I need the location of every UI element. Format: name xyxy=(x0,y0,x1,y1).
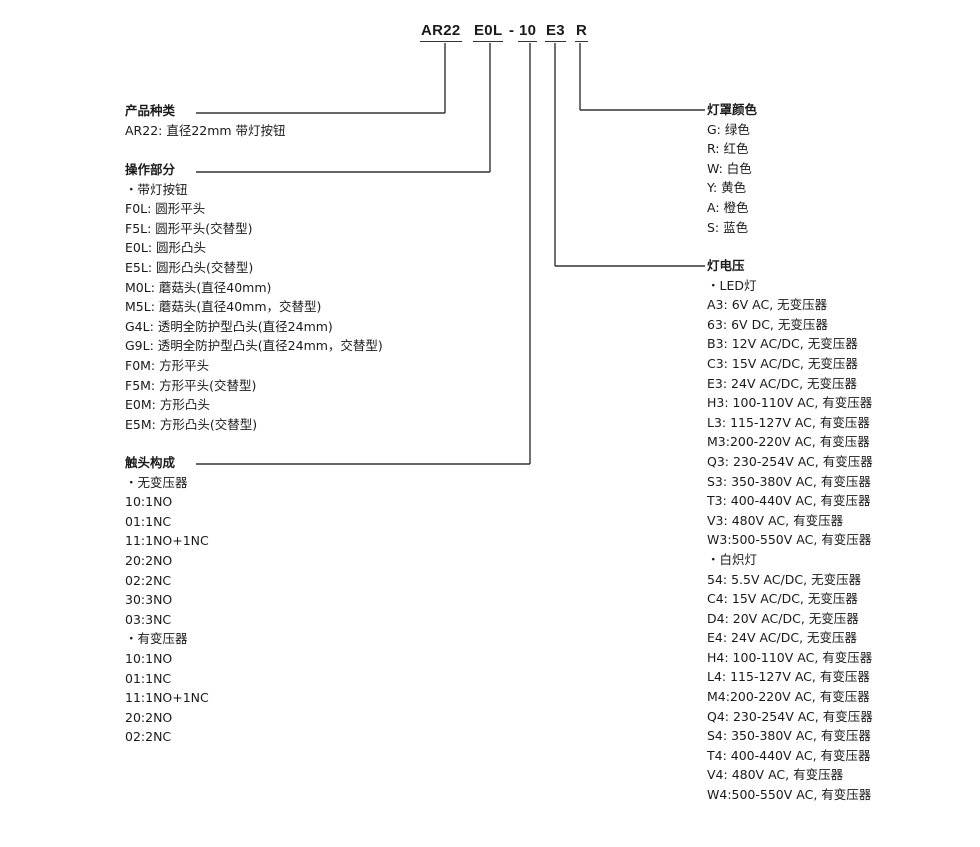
code-color: R xyxy=(574,22,589,42)
lamp-voltage-title: 灯电压 xyxy=(707,258,745,273)
lamp-voltage-section: 灯电压 ・LED灯 A3: 6V AC, 无变压器 63: 6V DC, 无变压器 B… xyxy=(707,256,873,805)
lamp-voltage-item: H3: 100-110V AC, 有变压器 xyxy=(707,395,873,411)
code-contacts: 10 xyxy=(517,22,538,42)
contacts-section: 触头构成 ・无变压器 10:1NO 01:1NC 11:1NO+1NC 20:2NO 02… xyxy=(125,453,209,747)
operator-item: F5L: 圆形平头(交替型) xyxy=(125,220,253,236)
lamp-voltage-item: E3: 24V AC/DC, 无变压器 xyxy=(707,375,858,391)
operator-list: ・带灯按钮 F0L: 圆形平头 F5L: 圆形平头(交替型) E0L: 圆形凸头 E5L… xyxy=(125,180,383,435)
lens-color-item: W: 白色 xyxy=(707,160,752,176)
contacts-item: ・无变压器 xyxy=(125,474,188,490)
contacts-item: 10:1NO xyxy=(125,494,173,510)
contacts-item: 20:2NO xyxy=(125,709,173,725)
contacts-item: 11:1NO+1NC xyxy=(125,690,209,706)
lens-color-item: A: 橙色 xyxy=(707,199,749,215)
lamp-voltage-item: T4: 400-440V AC, 有变压器 xyxy=(707,747,871,763)
operator-item: F0M: 方形平头 xyxy=(125,357,210,373)
lamp-voltage-item: T3: 400-440V AC, 有变压器 xyxy=(707,493,871,509)
lens-color-section: 灯罩颜色 G: 绿色 R: 红色 W: 白色 Y: 黄色 A: 橙色 S: 蓝色 xyxy=(707,100,757,237)
contacts-item: 30:3NO xyxy=(125,592,173,608)
lamp-voltage-item: D4: 20V AC/DC, 无变压器 xyxy=(707,610,859,626)
contacts-item: 02:2NC xyxy=(125,729,172,745)
operator-item: M0L: 蘑菇头(直径40mm) xyxy=(125,279,272,295)
lamp-voltage-item: C3: 15V AC/DC, 无变压器 xyxy=(707,355,858,371)
contacts-item: ・有变压器 xyxy=(125,631,188,647)
contacts-title: 触头构成 xyxy=(125,455,176,470)
lamp-voltage-item: E4: 24V AC/DC, 无变压器 xyxy=(707,630,858,646)
product-type-item: AR22: 直径22mm 带灯按钮 xyxy=(125,122,286,138)
lamp-voltage-item: M4:200-220V AC, 有变压器 xyxy=(707,689,870,705)
lamp-voltage-item: L4: 115-127V AC, 有变压器 xyxy=(707,669,870,685)
lamp-voltage-item: S3: 350-380V AC, 有变压器 xyxy=(707,473,871,489)
lamp-voltage-item: Q3: 230-254V AC, 有变压器 xyxy=(707,453,873,469)
operator-item: E5L: 圆形凸头(交替型) xyxy=(125,259,254,275)
lamp-voltage-item: C4: 15V AC/DC, 无变压器 xyxy=(707,591,858,607)
lens-color-item: S: 蓝色 xyxy=(707,219,749,235)
contacts-item: 02:2NC xyxy=(125,572,172,588)
lamp-voltage-item: 63: 6V DC, 无变压器 xyxy=(707,316,828,332)
operator-item: G9L: 透明全防护型凸头(直径24mm，交替型) xyxy=(125,338,383,354)
operator-item: E5M: 方形凸头(交替型) xyxy=(125,416,258,432)
lamp-voltage-item: H4: 100-110V AC, 有变压器 xyxy=(707,649,873,665)
lamp-voltage-item: S4: 350-380V AC, 有变压器 xyxy=(707,728,871,744)
code-voltage: E3 xyxy=(545,22,566,42)
product-type-section: 产品种类 AR22: 直径22mm 带灯按钮 xyxy=(125,101,286,140)
contacts-item: 01:1NC xyxy=(125,670,172,686)
lens-color-item: G: 绿色 xyxy=(707,121,750,137)
lens-color-title: 灯罩颜色 xyxy=(707,102,758,117)
operator-item: E0L: 圆形凸头 xyxy=(125,240,206,256)
contacts-list: ・无变压器 10:1NO 01:1NC 11:1NO+1NC 20:2NO 02:2NC 3… xyxy=(125,473,209,747)
lamp-voltage-item: V3: 480V AC, 有变压器 xyxy=(707,512,844,528)
product-type-title: 产品种类 xyxy=(125,103,176,118)
contacts-item: 20:2NO xyxy=(125,552,173,568)
product-type-list: AR22: 直径22mm 带灯按钮 xyxy=(125,121,286,141)
code-dash: - xyxy=(509,22,515,39)
operator-section: 操作部分 ・带灯按钮 F0L: 圆形平头 F5L: 圆形平头(交替型) E0L: 圆形… xyxy=(125,160,383,434)
lamp-voltage-item: 54: 5.5V AC/DC, 无变压器 xyxy=(707,571,862,587)
lamp-voltage-item: W4:500-550V AC, 有变压器 xyxy=(707,787,872,803)
operator-item: ・带灯按钮 xyxy=(125,181,188,197)
lens-color-item: R: 红色 xyxy=(707,141,749,157)
contacts-item: 10:1NO xyxy=(125,650,173,666)
lamp-voltage-list: ・LED灯 A3: 6V AC, 无变压器 63: 6V DC, 无变压器 B3: 1… xyxy=(707,276,873,805)
operator-item: F0L: 圆形平头 xyxy=(125,201,206,217)
code-operator: E0L xyxy=(472,22,504,42)
lamp-voltage-item: ・白炽灯 xyxy=(707,551,758,567)
lamp-voltage-item: ・LED灯 xyxy=(707,277,757,293)
lens-color-list: G: 绿色 R: 红色 W: 白色 Y: 黄色 A: 橙色 S: 蓝色 xyxy=(707,120,757,238)
operator-item: M5L: 蘑菇头(直径40mm，交替型) xyxy=(125,299,322,315)
operator-title: 操作部分 xyxy=(125,162,176,177)
lamp-voltage-item: A3: 6V AC, 无变压器 xyxy=(707,297,828,313)
lamp-voltage-item: W3:500-550V AC, 有变压器 xyxy=(707,532,872,548)
lamp-voltage-item: B3: 12V AC/DC, 无变压器 xyxy=(707,336,858,352)
operator-item: F5M: 方形平头(交替型) xyxy=(125,377,257,393)
operator-item: G4L: 透明全防护型凸头(直径24mm) xyxy=(125,318,333,334)
lamp-voltage-item: V4: 480V AC, 有变压器 xyxy=(707,767,844,783)
contacts-item: 11:1NO+1NC xyxy=(125,533,209,549)
lamp-voltage-item: L3: 115-127V AC, 有变压器 xyxy=(707,414,870,430)
contacts-item: 03:3NC xyxy=(125,611,172,627)
operator-item: E0M: 方形凸头 xyxy=(125,397,210,413)
lamp-voltage-item: Q4: 230-254V AC, 有变压器 xyxy=(707,708,873,724)
lens-color-item: Y: 黄色 xyxy=(707,180,747,196)
lamp-voltage-item: M3:200-220V AC, 有变压器 xyxy=(707,434,870,450)
code-series: AR22 xyxy=(420,22,462,42)
contacts-item: 01:1NC xyxy=(125,513,172,529)
